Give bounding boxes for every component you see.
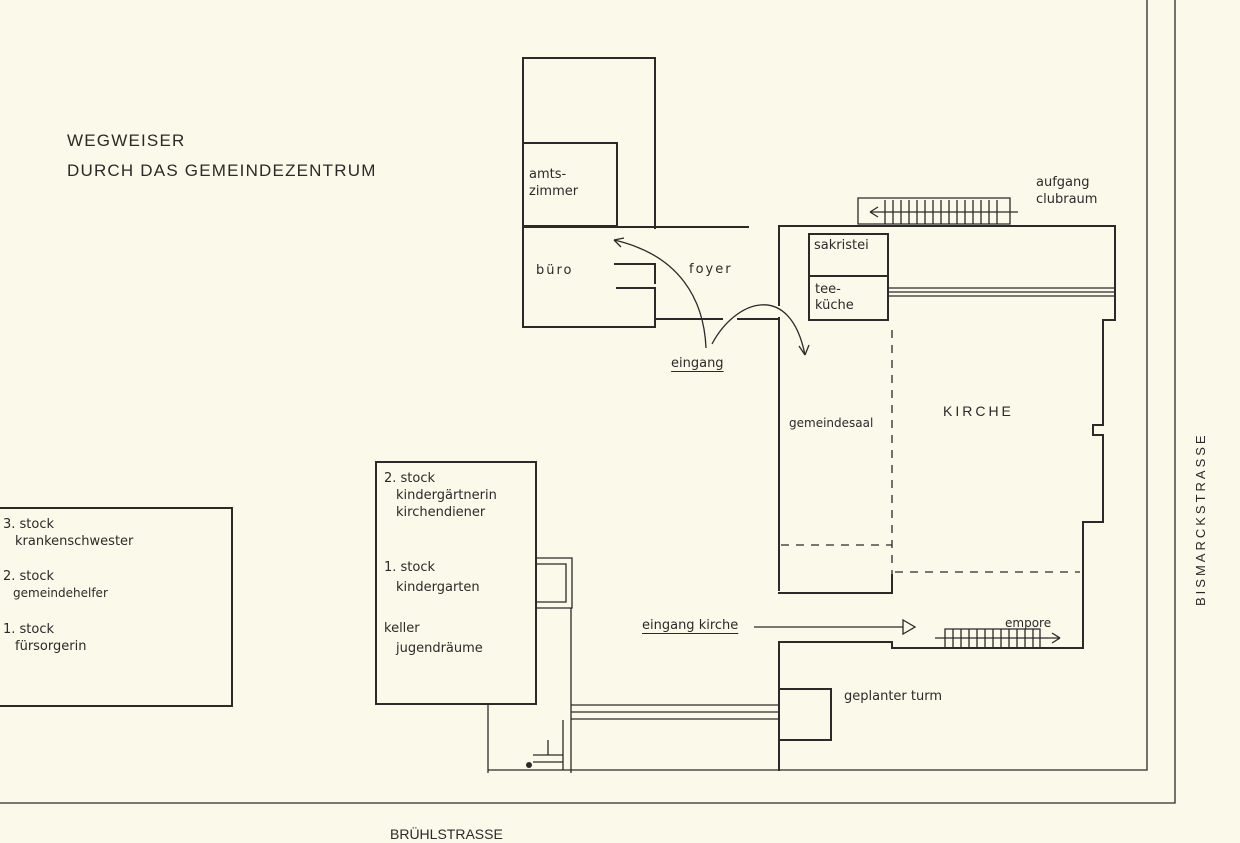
office-building [522, 57, 779, 328]
middle-keller: keller jugendräume [384, 621, 483, 656]
arrow-to-buero [613, 239, 707, 349]
label-foyer: foyer [689, 262, 733, 277]
geplanter-turm [778, 688, 832, 741]
title-line-1: WEGWEISER [67, 131, 186, 150]
stairs-clubraum [857, 197, 1018, 225]
left-floor-1: 1. stock fürsorgerin [3, 622, 87, 654]
left-floor-2: 2. stock gemeindehelfer [3, 569, 108, 600]
middle-floor-1: 1. stock kindergarten [384, 560, 480, 595]
site-inner-boundary [488, 0, 1148, 771]
label-eingang: eingang [671, 356, 724, 371]
arrow-to-gemeindesaal [711, 304, 806, 356]
church-building [778, 225, 1116, 771]
left-building [0, 507, 233, 707]
label-teekueche: tee- küche [815, 282, 854, 313]
street-bruehlstrasse: BRÜHLSTRASSE [390, 826, 503, 842]
label-empore: empore [1005, 616, 1052, 630]
left-floor-3: 3. stock krankenschwester [3, 517, 134, 549]
label-kirche: KIRCHE [943, 403, 1014, 419]
stairs-empore [935, 628, 1061, 649]
street-bismarckstrasse: BISMARCKSTRASSE [1193, 432, 1208, 606]
middle-building [375, 461, 573, 773]
label-eingang-kirche: eingang kirche [642, 618, 739, 633]
site-boundary [0, 0, 1176, 804]
label-buero: büro [536, 263, 574, 278]
label-geplanter-turm: geplanter turm [844, 689, 943, 704]
label-amtszimmer: amts- zimmer [529, 167, 579, 199]
title-line-2: DURCH DAS GEMEINDEZENTRUM [67, 161, 377, 180]
label-gemeindesaal: gemeindesaal [789, 416, 874, 430]
label-aufgang-clubraum: aufgang clubraum [1036, 175, 1098, 207]
middle-floor-2: 2. stock kindergärtnerin kirchendiener [384, 471, 497, 520]
page-title: WEGWEISER DURCH DAS GEMEINDEZENTRUM [67, 126, 377, 186]
label-sakristei: sakristei [814, 238, 869, 253]
